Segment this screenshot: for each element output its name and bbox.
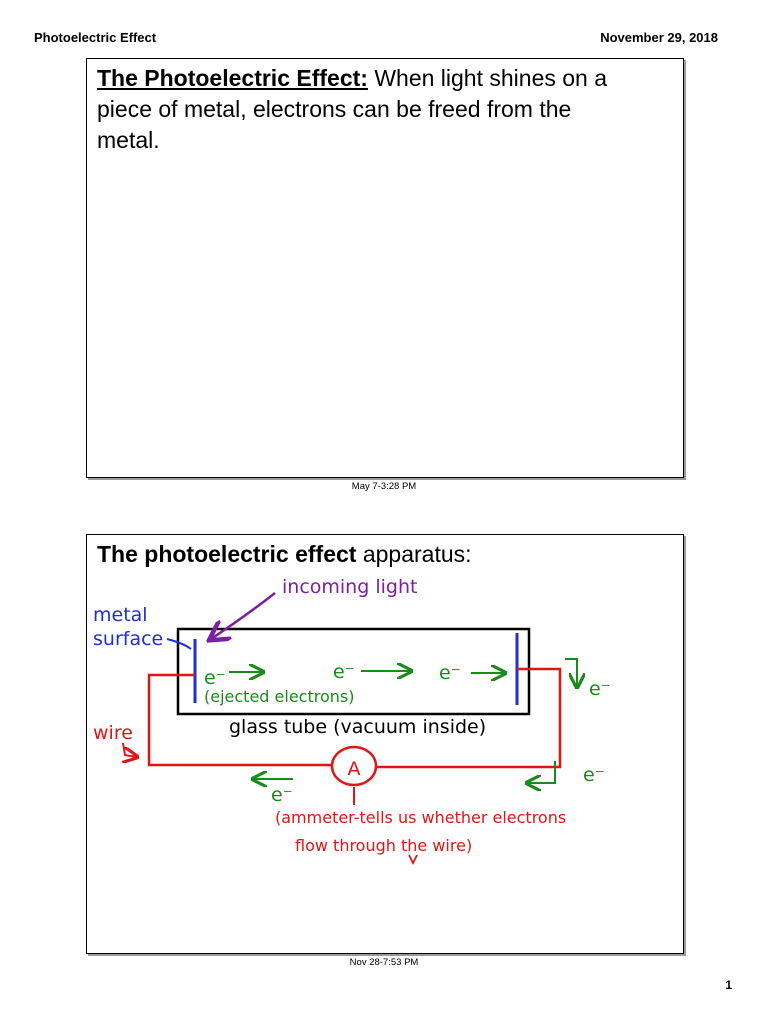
slide-2-title: The photoelectric effect apparatus: bbox=[97, 539, 637, 570]
photoelectric-apparatus-diagram: A incoming light metal surface e⁻ e⁻ e⁻ … bbox=[93, 576, 611, 866]
electron-label-1: e⁻ bbox=[204, 667, 226, 689]
slide-2-title-rest: apparatus: bbox=[356, 541, 472, 567]
metal-label-line2: surface bbox=[93, 628, 163, 650]
slide-2-timestamp: Nov 28-7:53 PM bbox=[349, 957, 419, 968]
document-title: Photoelectric Effect bbox=[34, 30, 157, 45]
circuit-wire-left bbox=[147, 673, 332, 767]
ammeter-circle bbox=[330, 745, 378, 787]
incoming-light-arrow bbox=[211, 592, 276, 639]
electron-label-3: e⁻ bbox=[439, 662, 461, 684]
circuit-wire-right bbox=[377, 667, 562, 769]
ammeter-note-tail bbox=[408, 854, 418, 866]
slide-1-text: The Photoelectric Effect: When light shi… bbox=[97, 63, 637, 156]
glass-tube-label: glass tube (vacuum inside) bbox=[229, 716, 486, 738]
glass-tube bbox=[176, 627, 531, 716]
incoming-light-label: incoming light bbox=[282, 576, 417, 598]
ammeter-symbol: A bbox=[348, 758, 361, 780]
electron-label-down: e⁻ bbox=[589, 678, 611, 700]
wire-label: wire bbox=[93, 722, 133, 744]
electron-flow-arrow-down bbox=[565, 658, 577, 687]
slide-1-definition: When light shines on a piece of metal, e… bbox=[97, 65, 608, 153]
document-date: November 29, 2018 bbox=[600, 30, 718, 45]
page-number: 1 bbox=[725, 978, 732, 992]
slide-1: The Photoelectric Effect: When light shi… bbox=[86, 58, 684, 478]
slide-1-term: The Photoelectric Effect: bbox=[97, 65, 368, 91]
electron-label-corner: e⁻ bbox=[583, 764, 605, 786]
ammeter-note-line1: (ammeter-tells us whether electrons bbox=[275, 808, 566, 827]
electron-label-2: e⁻ bbox=[333, 661, 355, 683]
slide-1-timestamp: May 7-3:28 PM bbox=[351, 481, 417, 492]
wire-pointer-arrow bbox=[123, 742, 137, 757]
slide-2: The photoelectric effect apparatus: A in… bbox=[86, 534, 684, 954]
slide-2-title-bold: The photoelectric effect bbox=[97, 541, 357, 567]
electron-flow-arrow-left bbox=[527, 761, 556, 783]
ammeter-note-line2: flow through the wire) bbox=[295, 836, 472, 855]
electron-label-bottom: e⁻ bbox=[271, 784, 293, 806]
ejected-electrons-label: (ejected electrons) bbox=[204, 687, 354, 706]
metal-label-line1: metal bbox=[93, 604, 148, 626]
metal-pointer-line bbox=[166, 638, 192, 650]
